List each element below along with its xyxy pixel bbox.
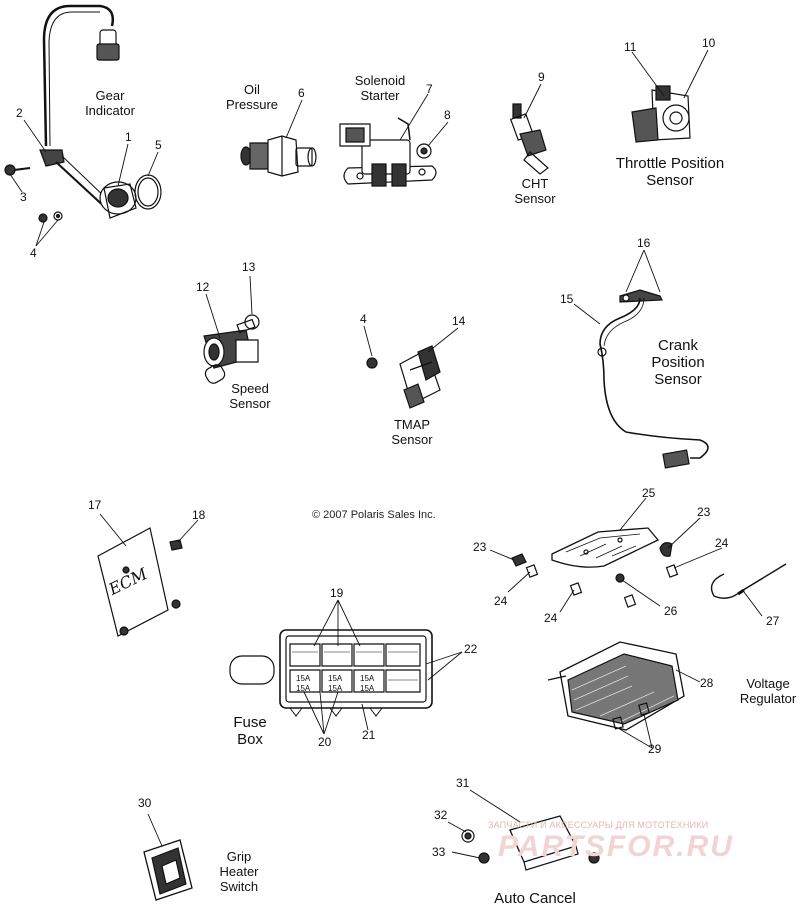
grip-heater-switch-label-line2: Heater <box>219 864 259 879</box>
fuse-rating: 15A <box>360 684 375 693</box>
callout-number: 11 <box>624 40 637 54</box>
fuse-box-label: Fuse Box <box>218 714 282 748</box>
callout-number: 4 <box>360 312 367 326</box>
callout-number: 20 <box>318 735 332 749</box>
throttle-position-sensor-label: Throttle Position Sensor <box>600 155 740 189</box>
callout-number: 27 <box>766 614 780 628</box>
crank-position-sensor-part <box>598 290 708 468</box>
grip-heater-switch-label: Grip Heater Switch <box>204 849 274 894</box>
fuse-rating: 15A <box>328 674 343 683</box>
callout-number: 6 <box>298 86 305 100</box>
speed-sensor-label-line2: Sensor <box>229 396 271 411</box>
ecm-part <box>98 528 182 636</box>
callout-number: 4 <box>30 246 37 260</box>
crank-position-sensor-label-line2: Position <box>651 354 705 371</box>
throttle-position-sensor-label-line1: Throttle Position <box>615 155 725 172</box>
leader-lines <box>10 50 762 858</box>
throttle-position-sensor-part <box>632 86 690 142</box>
voltage-regulator-part <box>548 642 684 730</box>
fuse-box-label-line1: Fuse <box>233 714 267 731</box>
gear-indicator-label-line2: Indicator <box>85 103 135 118</box>
fuse-rating: 15A <box>360 674 375 683</box>
solenoid-starter-label: Solenoid Starter <box>340 73 420 103</box>
callout-number: 25 <box>642 486 656 500</box>
oil-pressure-sensor-part <box>241 136 316 176</box>
callout-number: 5 <box>155 138 162 152</box>
callout-number: 16 <box>637 236 651 250</box>
cht-sensor-label-line1: CHT <box>521 176 549 191</box>
callout-number: 18 <box>192 508 206 522</box>
callout-number: 10 <box>702 36 716 50</box>
tmap-sensor-label-line1: TMAP <box>393 417 431 432</box>
solenoid-starter-part <box>340 118 436 186</box>
solenoid-starter-label-line2: Starter <box>360 88 400 103</box>
oil-pressure-label-line2: Pressure <box>225 97 279 112</box>
callout-number: 29 <box>648 742 662 756</box>
tmap-sensor-label: TMAP Sensor <box>372 417 452 447</box>
speed-sensor-label-line1: Speed <box>231 381 269 396</box>
callout-number: 2 <box>16 106 23 120</box>
callout-number: 28 <box>700 676 714 690</box>
callout-number: 26 <box>664 604 678 618</box>
bracket-part-25 <box>512 528 786 607</box>
callout-number: 33 <box>432 845 446 859</box>
fuse-rating: 15A <box>296 684 311 693</box>
callout-number: 19 <box>330 586 344 600</box>
crank-position-sensor-label-line1: Crank <box>657 337 698 354</box>
callout-number: 24 <box>494 594 508 608</box>
copyright-text: © 2007 Polaris Sales Inc. <box>312 509 436 521</box>
callout-number: 1 <box>125 130 132 144</box>
callout-number: 23 <box>473 540 487 554</box>
voltage-regulator-label-line2: Regulator <box>739 691 797 706</box>
callout-number: 30 <box>138 796 152 810</box>
callout-number: 32 <box>434 808 448 822</box>
callout-number: 14 <box>452 314 466 328</box>
callout-number: 21 <box>362 728 376 742</box>
speed-sensor-label: Speed Sensor <box>210 381 290 411</box>
callout-number: 12 <box>196 280 210 294</box>
callout-number: 17 <box>88 498 102 512</box>
speed-sensor-part <box>203 315 259 385</box>
cht-sensor-part <box>511 104 548 174</box>
callout-number: 7 <box>426 82 433 96</box>
callout-number: 22 <box>464 642 478 656</box>
grip-heater-switch-label-line1: Grip <box>226 849 252 864</box>
fuse-rating: 15A <box>296 674 311 683</box>
callout-number: 3 <box>20 190 27 204</box>
callout-number: 24 <box>715 536 729 550</box>
watermark: ЗАПЧАСТИ И АКСЕССУАРЫ ДЛЯ МОТОТЕХНИКИ PA… <box>488 820 788 870</box>
oil-pressure-label: Oil Pressure <box>212 82 292 112</box>
gear-indicator-label: Gear Indicator <box>70 88 150 118</box>
crank-position-sensor-label-line3: Sensor <box>654 371 702 388</box>
solenoid-starter-label-line1: Solenoid <box>354 73 406 88</box>
tmap-sensor-part <box>367 346 440 408</box>
grip-heater-switch-label-line3: Switch <box>219 879 259 894</box>
auto-cancel-label: Auto Cancel <box>494 890 576 907</box>
fuse-rating: 15A <box>328 684 343 693</box>
voltage-regulator-label: Voltage Regulator <box>728 676 800 706</box>
callout-number: 13 <box>242 260 256 274</box>
gear-indicator-part <box>5 6 161 222</box>
crank-position-sensor-label: Crank Position Sensor <box>638 337 718 388</box>
cht-sensor-label: CHT Sensor <box>500 176 570 206</box>
tmap-sensor-label-line2: Sensor <box>391 432 433 447</box>
callout-number: 9 <box>538 70 545 84</box>
throttle-position-sensor-label-line2: Sensor <box>646 172 694 189</box>
callout-number: 8 <box>444 108 451 122</box>
watermark-tagline: ЗАПЧАСТИ И АКСЕССУАРЫ ДЛЯ МОТОТЕХНИКИ <box>488 820 709 830</box>
watermark-brand: PARTSFOR.RU <box>498 830 734 863</box>
callout-number: 24 <box>544 611 558 625</box>
gear-indicator-label-line1: Gear <box>95 88 125 103</box>
callout-number: 15 <box>560 292 574 306</box>
callout-number: 31 <box>456 776 470 790</box>
oil-pressure-label-line1: Oil <box>244 82 260 97</box>
cht-sensor-label-line2: Sensor <box>514 191 556 206</box>
voltage-regulator-label-line1: Voltage <box>746 676 790 691</box>
callout-number: 23 <box>697 505 711 519</box>
fuse-box-label-line2: Box <box>237 731 263 748</box>
auto-cancel-part <box>462 816 599 870</box>
grip-heater-switch-part <box>144 840 192 900</box>
fuse-box-part <box>230 630 432 716</box>
